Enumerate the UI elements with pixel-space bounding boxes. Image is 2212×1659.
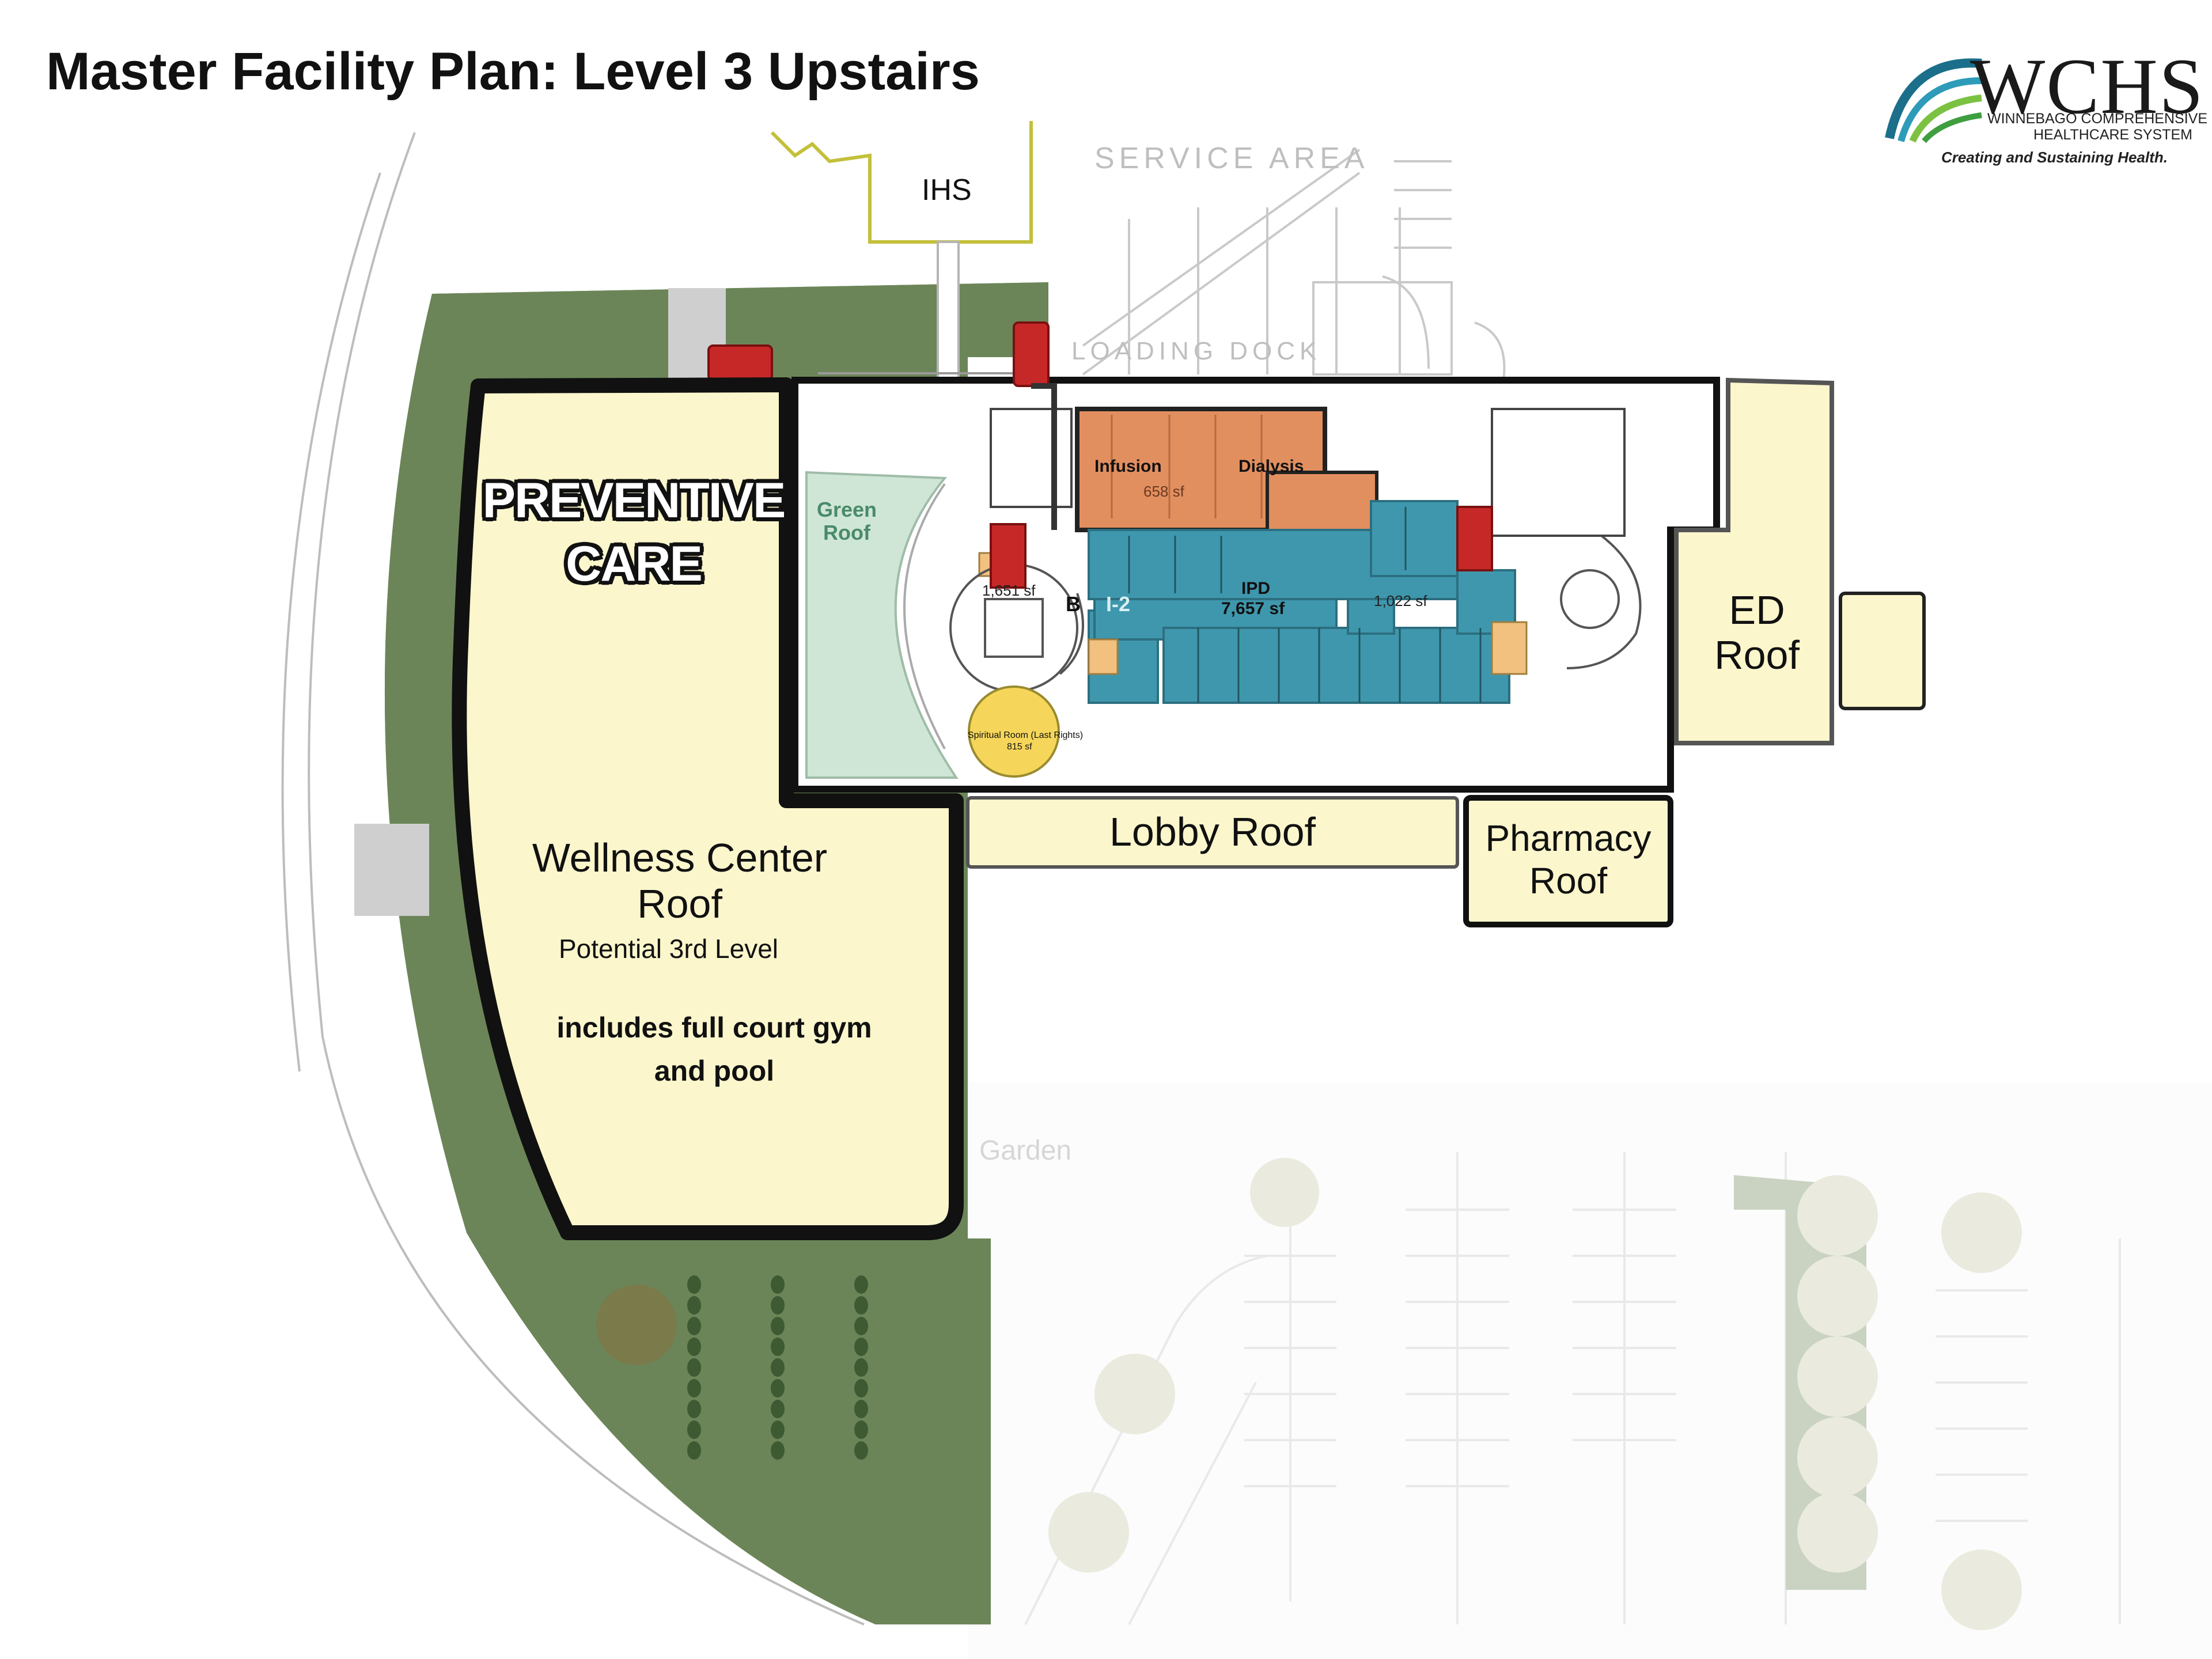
ed-roof-label-line1: ED (1729, 588, 1785, 632)
service-area-lines (1082, 149, 1506, 381)
tree-dot (854, 1379, 868, 1397)
tree-dot (854, 1400, 868, 1418)
tree-dot (854, 1358, 868, 1377)
tree-dot (687, 1338, 701, 1356)
atrium-area-label: 1,651 sf (982, 582, 1036, 599)
dialysis-label: Dialysis (1238, 457, 1304, 476)
tree-dot (687, 1358, 701, 1377)
tree-dot (687, 1296, 701, 1315)
wellness-center-label-line1: Wellness Center (532, 835, 828, 880)
site-road-curves (281, 132, 865, 1626)
tree-dot (854, 1421, 868, 1439)
tree-dot (771, 1441, 785, 1460)
ed-roof (1674, 377, 1834, 745)
page-title: Master Facility Plan: Level 3 Upstairs (46, 42, 980, 101)
ipd-wing (1088, 500, 1516, 704)
tree-dot (771, 1421, 785, 1439)
loading-dock-label: LOADING DOCK (1071, 337, 1321, 365)
wellness-includes-line2: and pool (654, 1055, 775, 1087)
green-roof-label-line2: Roof (823, 521, 870, 544)
wchs-wave-icon (1885, 58, 1982, 143)
parking-area (968, 1083, 2212, 1659)
support-rooms (978, 552, 1528, 675)
tree-dot (687, 1441, 701, 1460)
pharmacy-roof (1463, 795, 1673, 927)
infusion-area-label: 658 sf (1143, 483, 1184, 500)
tree-dot (854, 1275, 868, 1294)
tree-dot (771, 1379, 785, 1397)
logo-tagline: Creating and Sustaining Health. (1941, 149, 2168, 166)
tree-dot (771, 1358, 785, 1377)
right-rotunda (1560, 535, 1642, 669)
wellness-center-roof (452, 377, 964, 1240)
wellness-includes-line1: includes full court gym (556, 1012, 872, 1044)
ihs-building (770, 121, 1033, 244)
tree-dot (854, 1338, 868, 1356)
marker-b: B (1066, 592, 1081, 616)
logo-wordmark: WCHS (1970, 42, 2205, 130)
tree-rows (596, 1275, 868, 1460)
tree-dot (771, 1317, 785, 1335)
preventive-care-label-line2: CARE (566, 536, 703, 592)
ihs-label: IHS (922, 173, 972, 207)
tree-dot (854, 1441, 868, 1460)
stair-cores (707, 321, 1493, 589)
tree-dot (854, 1296, 868, 1315)
tree-dot (771, 1338, 785, 1356)
tree-dot (771, 1275, 785, 1294)
spiritual-room-area: 815 sf (1007, 742, 1032, 752)
ipd-area-label: 7,657 sf (1221, 599, 1285, 618)
tree-dot (687, 1421, 701, 1439)
infusion-label: Infusion (1094, 457, 1162, 476)
ipd-label: IPD (1241, 579, 1271, 598)
wchs-logo: WCHS WINNEBAGO COMPREHENSIVE HEALTHCARE … (1884, 46, 2207, 173)
wellness-center-label-line2: Roof (637, 881, 722, 926)
green-roof (805, 471, 959, 779)
lobby-roof-label: Lobby Roof (1109, 809, 1316, 854)
tree-dot (771, 1400, 785, 1418)
tree-dot (687, 1400, 701, 1418)
east-area-label: 1,022 sf (1374, 592, 1427, 609)
logo-subtitle-line1: WINNEBAGO COMPREHENSIVE (1987, 111, 2207, 127)
tree-dot (854, 1317, 868, 1335)
preventive-care-label-line1: PREVENTIVE (482, 473, 786, 528)
logo-subtitle-line2: HEALTHCARE SYSTEM (2033, 127, 2192, 143)
ipd-wing-room-lines (1128, 507, 1482, 703)
green-roof-label-line1: Green (816, 498, 877, 521)
tree-dot (687, 1317, 701, 1335)
pharmacy-roof-label-line1: Pharmacy (1485, 817, 1652, 859)
marker-i2: I-2 (1106, 592, 1131, 616)
tree-dot (771, 1296, 785, 1315)
spiritual-room (968, 685, 1060, 778)
tree-dot (687, 1379, 701, 1397)
tree-dot (687, 1275, 701, 1294)
pharmacy-roof-label-line2: Roof (1529, 860, 1608, 902)
wellness-potential-level: Potential 3rd Level (559, 934, 779, 964)
garden-label: Garden (979, 1135, 1072, 1166)
spiritual-room-label: Spiritual Room (Last Rights) (968, 730, 1084, 740)
site-paths (354, 288, 726, 916)
ed-roof-label-line2: Roof (1714, 632, 1800, 677)
upper-room-outlines (990, 408, 1626, 537)
lobby-roof (966, 796, 1459, 869)
service-area-label: SERVICE AREA (1094, 142, 1369, 175)
